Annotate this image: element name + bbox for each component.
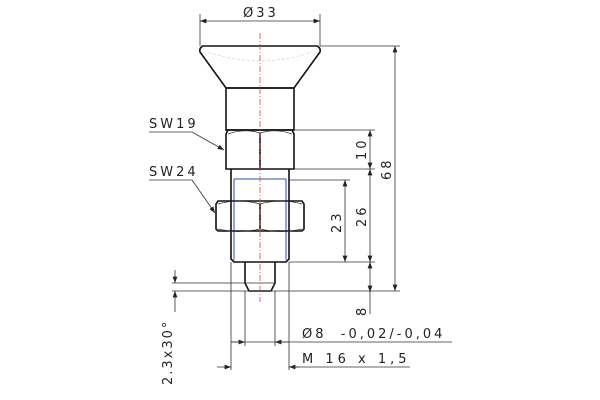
pin-diameter-label: Ø8 -0,02/-0,04	[302, 327, 445, 342]
sw24-label: SW24	[149, 165, 199, 180]
dim-thread: M 16 x 1,5	[217, 262, 411, 370]
overall-length-label: 68	[380, 157, 395, 180]
head-diameter-label: Ø33	[243, 6, 279, 21]
dim-pin-length: 8	[355, 262, 373, 316]
thread-length-label: 23	[330, 210, 345, 233]
sw19-label: SW19	[149, 117, 199, 132]
dim-pin-diameter: Ø8 -0,02/-0,04	[231, 291, 452, 346]
dim-chamfer: 2.3x30°	[161, 270, 245, 385]
pin-length-label: 8	[355, 305, 370, 316]
leader-sw19: SW19	[149, 117, 225, 151]
dim-head-diameter: Ø33	[199, 6, 321, 46]
thread-label: M 16 x 1,5	[302, 352, 411, 367]
dim-hex-height: 10	[294, 129, 375, 170]
body-length-label: 26	[355, 204, 370, 227]
leader-sw24: SW24	[149, 165, 216, 214]
nut-sw24	[215, 200, 305, 232]
dim-body-length: 26	[355, 169, 373, 262]
hex-height-label: 10	[355, 137, 370, 160]
chamfer-label: 2.3x30°	[161, 320, 176, 385]
dim-overall-length: 68	[172, 45, 400, 292]
dim-thread-length: 23	[289, 179, 375, 263]
